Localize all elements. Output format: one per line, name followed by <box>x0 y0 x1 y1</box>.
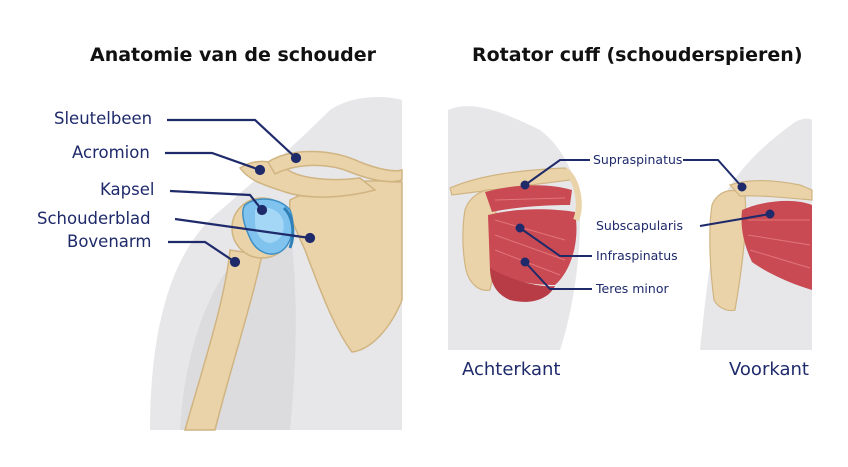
label-supraspinatus: Supraspinatus <box>593 152 683 167</box>
right-leader-lines <box>515 159 775 290</box>
left-leader-lines <box>165 118 316 268</box>
capsule-shape <box>242 198 295 255</box>
label-teres-minor: Teres minor <box>596 281 669 296</box>
label-clavicle: Sleutelbeen <box>54 109 153 128</box>
label-infraspinatus: Infraspinatus <box>596 248 678 263</box>
clavicle-bone <box>266 150 403 183</box>
label-capsule: Kapsel <box>100 180 155 199</box>
view-label-back: Achterkant <box>462 359 561 380</box>
view-label-front: Voorkant <box>729 359 809 380</box>
right-panel-title: Rotator cuff (schouderspieren) <box>472 44 803 66</box>
back-view-illustration <box>448 106 582 350</box>
label-subscapularis: Subscapularis <box>596 218 683 233</box>
label-acromion: Acromion <box>72 143 150 162</box>
teres-minor-muscle <box>490 268 555 302</box>
label-scapula: Schouderblad <box>37 209 151 228</box>
left-panel-title: Anatomie van de schouder <box>90 44 376 66</box>
subscapularis-muscle <box>741 200 812 290</box>
label-humerus: Bovenarm <box>67 232 152 251</box>
infraspinatus-muscle <box>488 209 577 285</box>
front-view-illustration <box>700 118 813 350</box>
